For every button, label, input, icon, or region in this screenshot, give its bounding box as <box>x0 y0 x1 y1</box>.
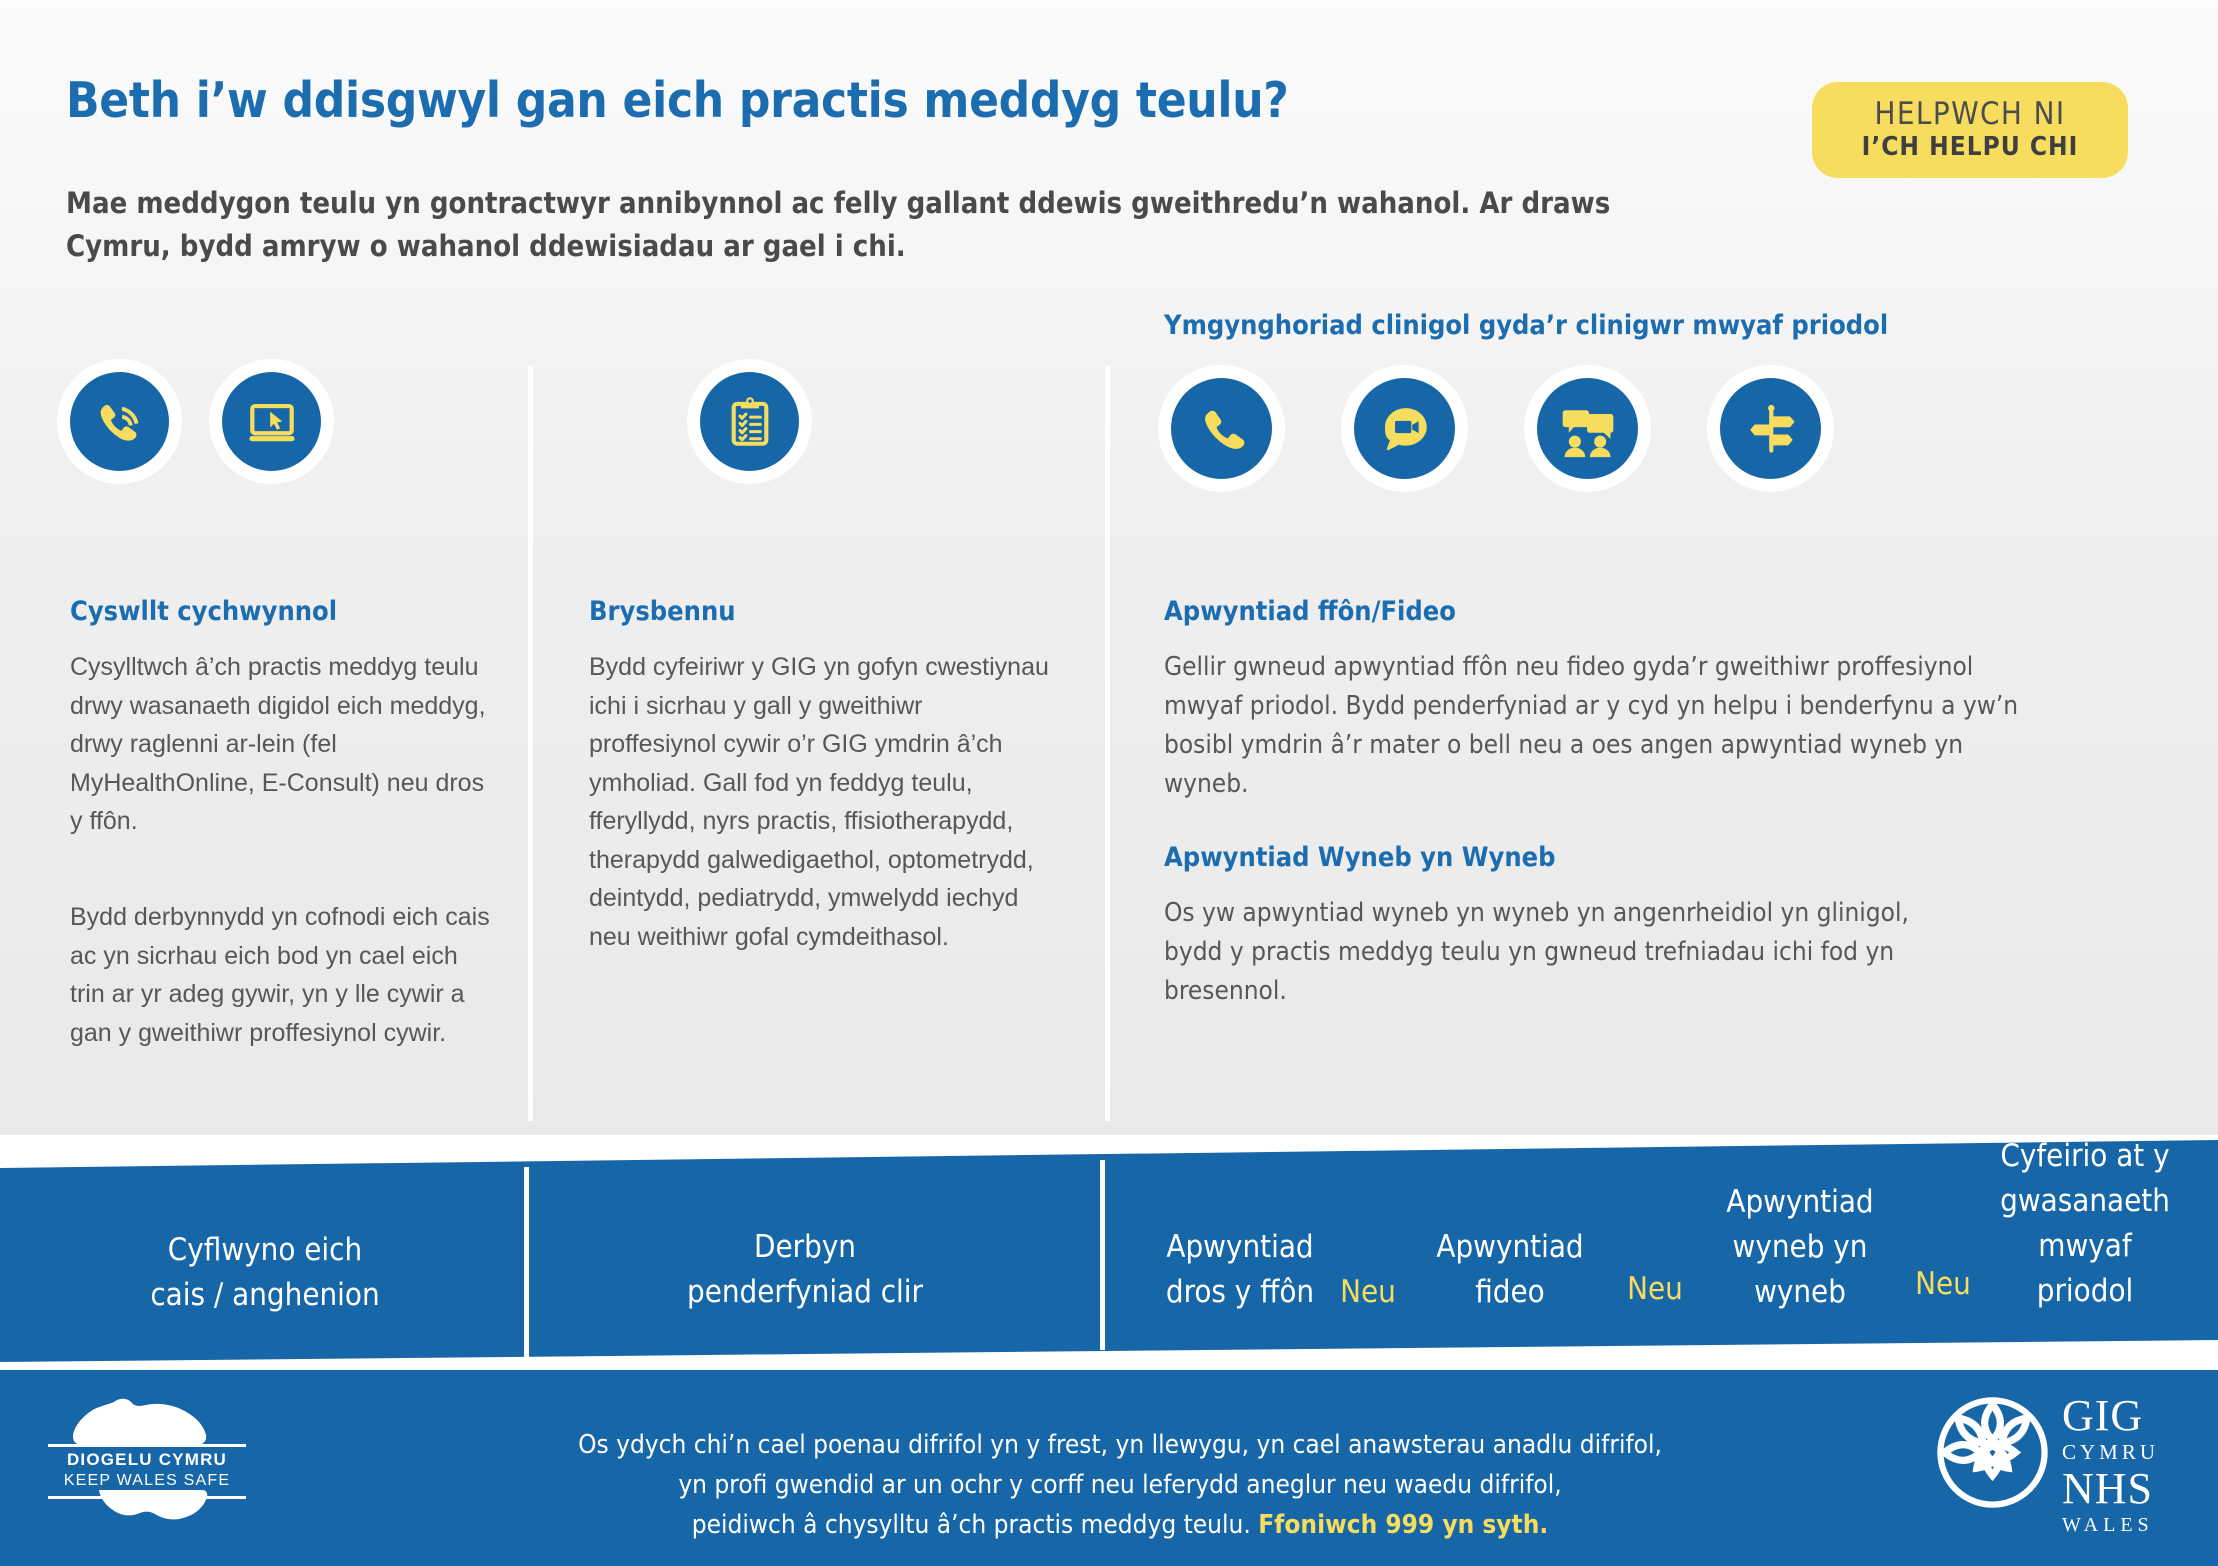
column-2-paragraph-1: Bydd cyfeiriwr y GIG yn gofyn cwestiynau… <box>589 653 1049 951</box>
process-option-1-label: Apwyntiad dros y ffôn <box>1165 1229 1315 1310</box>
process-option-2-label: Apwyntiad fideo <box>1436 1229 1584 1310</box>
process-step-2: Derbyn penderfyniad clir <box>570 1225 1040 1315</box>
footer-bar <box>0 1370 2218 1566</box>
emergency-notice: Os ydych chi’n cael poenau difrifol yn y… <box>420 1425 1820 1545</box>
phone-ringing-icon <box>70 372 169 471</box>
badge-line-2: I’CH HELPU CHI <box>1861 132 2079 162</box>
right-block-2-heading: Apwyntiad Wyneb yn Wyneb <box>1164 842 1556 873</box>
phone-icon <box>1171 378 1272 479</box>
nhs-logo-gig: GIG <box>2062 1391 2144 1440</box>
column-2-heading: Brysbennu <box>589 596 736 627</box>
banner-separator-1 <box>524 1167 529 1357</box>
video-chat-icon <box>1354 378 1455 479</box>
column-1-heading: Cyswllt cychwynnol <box>70 596 338 627</box>
process-step-1: Cyflwyno eich cais / anghenion <box>40 1228 490 1318</box>
process-option-1: Apwyntiad dros y ffôn <box>1130 1225 1350 1315</box>
nhs-wordmark: GIG CYMRU NHS WALES <box>2062 1394 2192 1538</box>
help-us-help-you-badge: HELPWCH NI I’CH HELPU CHI <box>1812 82 2128 178</box>
page-title: Beth i’w ddisgwyl gan eich practis meddy… <box>66 72 1289 129</box>
badge-line-1: HELPWCH NI <box>1874 96 2066 132</box>
process-option-3-label: Apwyntiad wyneb yn wyneb <box>1726 1184 1874 1310</box>
column-divider-1 <box>528 366 533 1121</box>
process-separator-1: Neu <box>1340 1274 1396 1310</box>
right-block-1-heading: Apwyntiad ffôn/Fideo <box>1164 596 1456 627</box>
emergency-notice-line-2: yn profi gwendid ar un ochr y corff neu … <box>678 1470 1562 1500</box>
laptop-cursor-icon <box>222 372 321 471</box>
keep-wales-safe-line-1: DIOGELU CYMRU <box>66 1450 228 1469</box>
banner-separator-2 <box>1100 1160 1105 1350</box>
process-step-2-label: Derbyn penderfyniad clir <box>686 1229 924 1310</box>
column-1-paragraph-2: Bydd derbynnydd yn cofnodi eich cais ac … <box>70 903 490 1047</box>
page-subtitle: Mae meddygon teulu yn gontractwyr anniby… <box>66 186 1611 263</box>
keep-wales-safe-logo: DIOGELU CYMRU KEEP WALES SAFE <box>40 1392 254 1522</box>
process-step-1-label: Cyflwyno eich cais / anghenion <box>150 1232 380 1313</box>
column-1-paragraph-1: Cysylltwch â’ch practis meddyg teulu drw… <box>70 653 486 835</box>
process-separator-3: Neu <box>1915 1266 1971 1302</box>
emergency-notice-line-1: Os ydych chi’n cael poenau difrifol yn y… <box>578 1430 1662 1460</box>
nhs-logo-wales: WALES <box>2062 1514 2154 1536</box>
emergency-notice-line-3: peidiwch â chysylltu â’ch practis meddyg… <box>691 1510 1259 1540</box>
process-option-4-label: Cyfeirio at y gwasanaeth mwyaf priodol <box>2000 1138 2170 1309</box>
nhs-logo-cymru: CYMRU <box>2062 1440 2160 1464</box>
right-block-2-body: Os yw apwyntiad wyneb yn wyneb yn angenr… <box>1164 898 1909 1006</box>
process-banner: Cyflwyno eich cais / anghenion Derbyn pe… <box>0 1138 2218 1370</box>
signpost-icon <box>1720 378 1821 479</box>
nhs-logo-nhs: NHS <box>2062 1464 2154 1513</box>
column-divider-2 <box>1105 366 1110 1121</box>
keep-wales-safe-line-2: KEEP WALES SAFE <box>63 1472 231 1489</box>
process-option-2: Apwyntiad fideo <box>1400 1225 1620 1315</box>
nhs-wales-logo: GIG CYMRU NHS WALES <box>1930 1390 2190 1540</box>
right-block-1-body: Gellir gwneud apwyntiad ffôn neu fideo g… <box>1164 652 2019 799</box>
clipboard-checklist-icon <box>700 372 799 471</box>
celtic-knot-icon <box>1937 1397 2048 1508</box>
process-separator-2: Neu <box>1627 1271 1683 1307</box>
people-talking-icon <box>1537 378 1638 479</box>
right-section-label: Ymgynghoriad clinigol gyda’r clinigwr mw… <box>1164 310 1889 341</box>
process-option-4: Cyfeirio at y gwasanaeth mwyaf priodol <box>1975 1134 2195 1314</box>
emergency-call-999: Ffoniwch 999 yn syth. <box>1258 1510 1549 1540</box>
process-option-3: Apwyntiad wyneb yn wyneb <box>1690 1180 1910 1315</box>
